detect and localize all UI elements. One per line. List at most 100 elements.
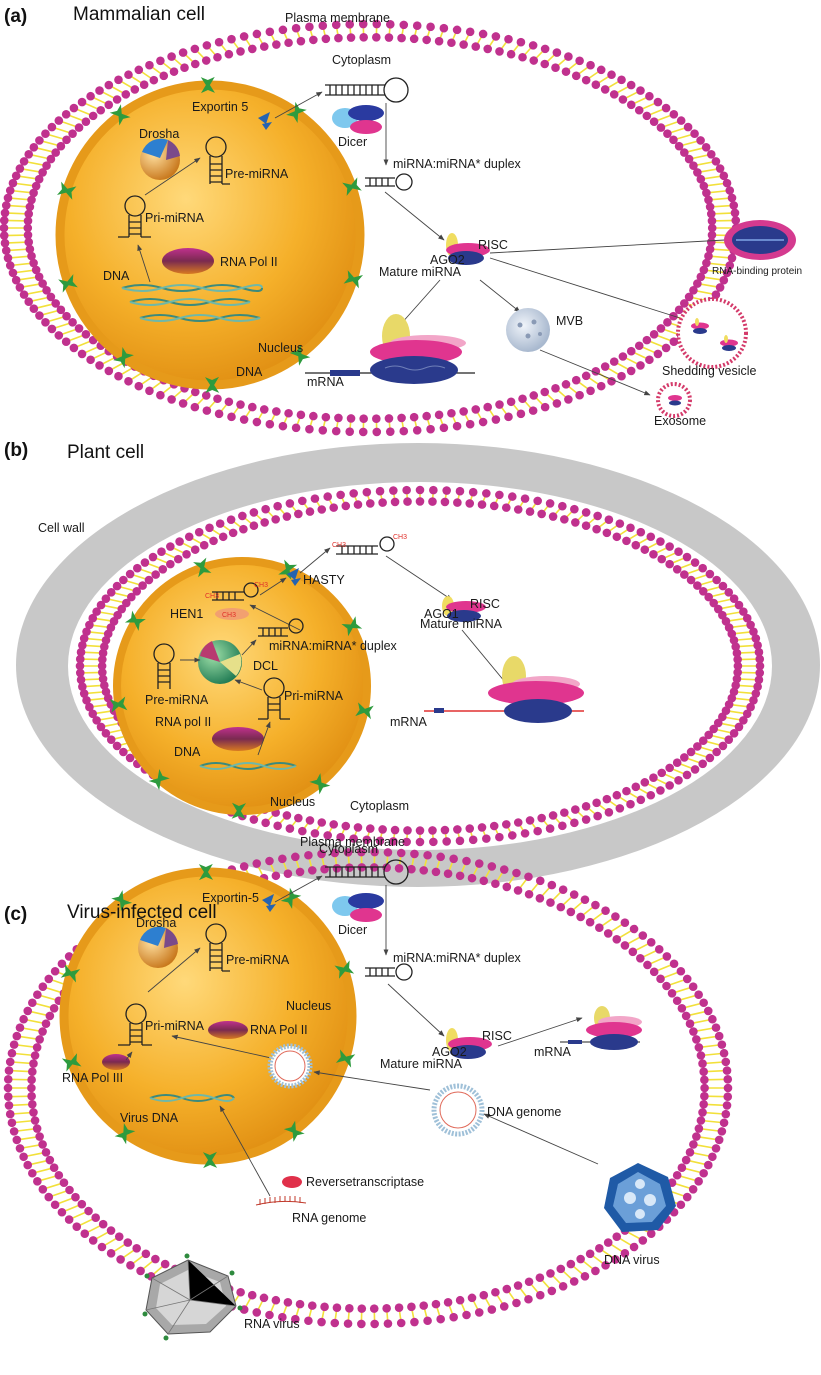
pri-mirna-label-c: Pri-miRNA (145, 1019, 205, 1033)
nucleus-a (55, 80, 365, 390)
risc-on-mrna-a (305, 314, 475, 384)
duplex-a (365, 173, 413, 191)
duplex-label-b: miRNA:miRNA* duplex (269, 639, 398, 653)
rna-pol3-label-c: RNA Pol III (62, 1071, 123, 1085)
drosha-icon (140, 138, 180, 180)
dna-genome-icon (431, 1083, 485, 1137)
pri-mirna-label-a: Pri-miRNA (145, 211, 205, 225)
ch3-left-b: CH3 (332, 542, 346, 549)
dna-label-a2: DNA (236, 365, 263, 379)
dna-strands-b (199, 762, 297, 770)
cyto-pre-mirna-c (325, 859, 409, 885)
risc-label-a: RISC (478, 238, 508, 252)
rna-pol-ii-icon-c (208, 1021, 248, 1039)
plasma-membrane-b (75, 485, 765, 847)
plasma-membrane-a (0, 19, 741, 437)
nuclear-dna-genome-icon (267, 1043, 313, 1089)
dicer-label-a: Dicer (338, 135, 367, 149)
panel-a: (a) Mammalian cell Plasma membrane Cytop… (0, 4, 802, 437)
nuclear-duplex-b (258, 618, 304, 637)
risc-complex-c (446, 1028, 492, 1059)
nuclear-pores-a (56, 76, 364, 394)
rt-label: Reversetranscriptase (306, 1175, 424, 1189)
ch3-nuc-right-b: CH3 (254, 582, 268, 589)
dna-virus-icon (604, 1163, 676, 1232)
ch3-nuc-left-b: CH3 (205, 593, 219, 600)
risc-complex-b (442, 596, 486, 622)
plasma-membrane-label-b: Plasma membrane (300, 835, 405, 849)
panel-c-title: Virus-infected cell (67, 902, 217, 923)
nucleus-label-c: Nucleus (286, 999, 331, 1013)
exportin-icon (258, 112, 272, 130)
rna-binding-protein-icon (724, 220, 796, 260)
pri-mirna-label-b: Pri-miRNA (284, 689, 344, 703)
rbp-label-a: RNA-binding protein (712, 266, 802, 277)
panel-b: CH3 CH3 CH3 CH3 CH3 (4, 440, 820, 887)
panel-c-letter: (c) (4, 904, 27, 925)
nuclear-pores-c (60, 863, 356, 1169)
panel-a-letter: (a) (4, 6, 27, 27)
risc-label-c: RISC (482, 1029, 512, 1043)
pre-mirna-hairpin-a (205, 136, 230, 185)
panel-b-title: Plant cell (67, 442, 144, 463)
cyto-methylated-duplex-b (336, 536, 395, 555)
mrna-label-a: mRNA (307, 375, 344, 389)
cytoplasm-label-c: Cytoplasm (319, 842, 378, 856)
plasma-membrane-label-a: Plasma membrane (285, 11, 390, 25)
hen1-icon (215, 608, 249, 620)
cytoplasm-label-b: Cytoplasm (350, 799, 409, 813)
drosha-icon-c (138, 926, 178, 968)
panel-b-letter: (b) (4, 440, 28, 461)
ago-label-b: AGO1 (424, 607, 459, 621)
hen1-label: HEN1 (170, 607, 203, 621)
rna-pol-iii-icon (102, 1054, 130, 1070)
pre-mirna-label-a: Pre-miRNA (225, 167, 289, 181)
dna-genome-label: DNA genome (487, 1105, 561, 1119)
nucleus-label-b: Nucleus (270, 795, 315, 809)
mrna-label-c: mRNA (534, 1045, 571, 1059)
rna-virus-icon (142, 1253, 243, 1341)
nucleus-c (59, 867, 357, 1165)
exportin-label-c: Exportin-5 (202, 891, 259, 905)
mature-label-c: Mature miRNA (380, 1057, 463, 1071)
shedding-vesicle-icon (676, 297, 748, 369)
panel-c: (c) Virus-infected cell Cytoplasm Export… (3, 842, 733, 1341)
dna-virus-label: DNA virus (604, 1253, 660, 1267)
virus-dna-strands (149, 1094, 235, 1102)
drosha-label-c: Drosha (136, 916, 176, 930)
drosha-label-a: Drosha (139, 127, 179, 141)
duplex-c (365, 963, 413, 981)
mvb-label-a: MVB (556, 314, 583, 328)
hasty-label: HASTY (303, 573, 345, 587)
hen1-ch3-b: CH3 (222, 612, 236, 619)
dna-label-b: DNA (174, 745, 201, 759)
exportin-label-a: Exportin 5 (192, 100, 248, 114)
rna-pol-label-b: RNA pol II (155, 715, 211, 729)
cyto-pre-mirna-a (325, 77, 409, 103)
pre-mirna-label-c: Pre-miRNA (226, 953, 290, 967)
dcl-icon (198, 640, 242, 684)
pre-mirna-label-b: Pre-miRNA (145, 693, 209, 707)
rna-pol-label-a: RNA Pol II (220, 255, 278, 269)
rna-virus-label: RNA virus (244, 1317, 300, 1331)
nuclear-pores-b (109, 557, 374, 820)
rna-pol2-label-c: RNA Pol II (250, 1023, 308, 1037)
dicer-icon-c (332, 893, 384, 922)
mvb-icon (506, 308, 550, 352)
ch3-right-b: CH3 (393, 534, 407, 541)
reverse-transcriptase-icon (282, 1176, 302, 1188)
mrna-label-b: mRNA (390, 715, 427, 729)
virus-dna-label: Virus DNA (120, 1111, 179, 1125)
pri-mirna-hairpin-a (118, 195, 151, 238)
ago-label-a: AGO2 (430, 253, 465, 267)
pri-mirna-hairpin-b (258, 677, 290, 720)
rna-genome-label: RNA genome (292, 1211, 366, 1225)
risc-complex-a (446, 233, 490, 265)
pri-mirna-hairpin-c (118, 1003, 152, 1046)
nucleus-label-a: Nucleus (258, 341, 303, 355)
rna-genome-icon (255, 1196, 307, 1206)
exportin-icon-c (262, 894, 276, 912)
mature-label-a: Mature miRNA (379, 265, 462, 279)
nuclear-methylated-duplex-b (212, 582, 259, 601)
nucleus-b (113, 557, 371, 815)
